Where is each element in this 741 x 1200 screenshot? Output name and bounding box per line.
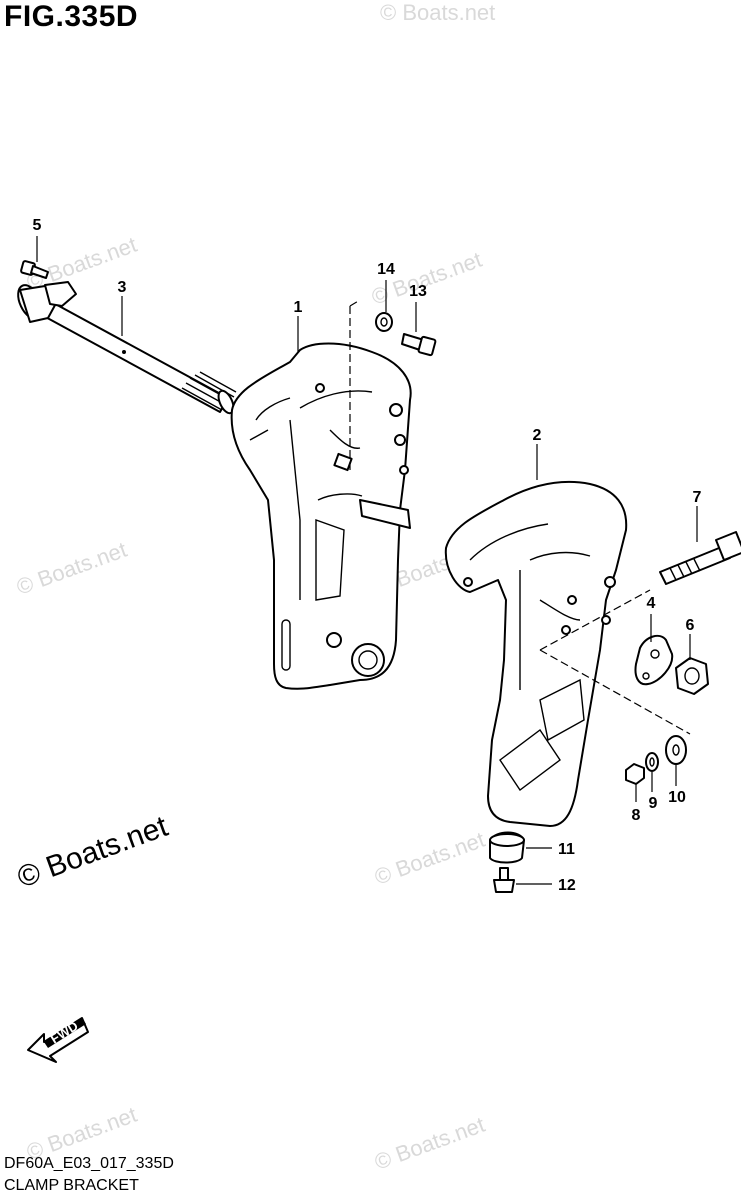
figure-code: DF60A_E03_017_335D bbox=[4, 1155, 174, 1172]
callout-9: 9 bbox=[649, 795, 658, 812]
callout-4: 4 bbox=[647, 595, 656, 612]
callout-11: 11 bbox=[558, 841, 575, 858]
leader-lines bbox=[36, 236, 698, 885]
callout-6: 6 bbox=[686, 617, 695, 634]
part-7-bolt bbox=[659, 531, 741, 585]
watermark: © Boats.net bbox=[13, 537, 130, 600]
part-9-washer bbox=[645, 752, 659, 772]
callout-labels: 5 3 1 14 13 2 7 4 6 8 9 10 11 12 bbox=[33, 217, 702, 894]
part-13-bolt bbox=[401, 333, 437, 357]
callout-3: 3 bbox=[118, 279, 127, 296]
callout-7: 7 bbox=[693, 489, 702, 506]
figure-title: FIG.335D bbox=[4, 0, 139, 33]
watermark: © Boats.net bbox=[371, 1112, 488, 1175]
part-12-bolt bbox=[493, 867, 515, 893]
callout-5: 5 bbox=[33, 217, 42, 234]
fwd-arrow-icon: FWD bbox=[27, 1017, 89, 1063]
watermark: © Boats.net bbox=[380, 0, 495, 25]
callout-8: 8 bbox=[632, 807, 641, 824]
callout-12: 12 bbox=[558, 877, 576, 894]
callout-13: 13 bbox=[409, 283, 427, 300]
part-2-clamp-bracket bbox=[444, 481, 628, 827]
watermarks: © Boats.net © Boats.net © Boats.net © Bo… bbox=[13, 0, 495, 1175]
watermark-large: © Boats.net bbox=[13, 810, 173, 895]
part-8-nut bbox=[625, 763, 645, 785]
watermark: © Boats.net bbox=[371, 827, 488, 890]
part-6-nut bbox=[675, 657, 709, 695]
part-4-plate bbox=[634, 634, 674, 686]
part-11-rubber-block bbox=[489, 831, 525, 864]
figure-name: CLAMP BRACKET bbox=[4, 1177, 139, 1194]
part-14-washer bbox=[375, 312, 393, 332]
part-3-shaft bbox=[17, 281, 237, 415]
part-10-washer bbox=[665, 735, 687, 765]
callout-10: 10 bbox=[668, 789, 686, 806]
callout-1: 1 bbox=[294, 299, 303, 316]
part-1-clamp-bracket bbox=[230, 342, 412, 690]
callout-2: 2 bbox=[533, 427, 542, 444]
callout-14: 14 bbox=[377, 261, 395, 278]
part-5-bolt bbox=[20, 260, 49, 279]
